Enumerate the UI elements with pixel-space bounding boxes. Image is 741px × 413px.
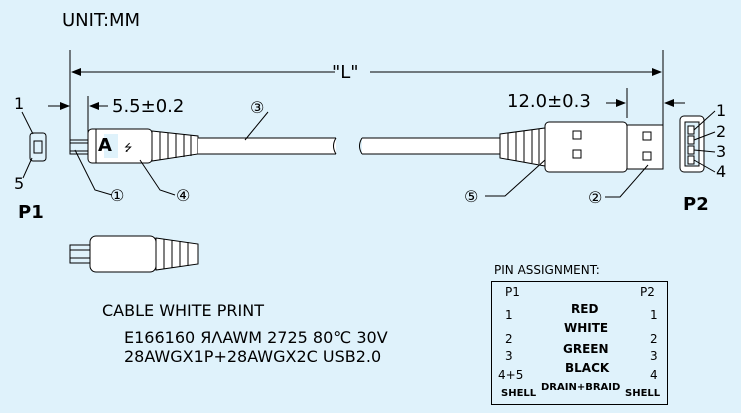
pin-assignment-table xyxy=(491,281,668,405)
plug-letter: A xyxy=(98,135,112,156)
pin-row3-left: 3 xyxy=(505,349,513,363)
p2-title: P2 xyxy=(683,194,709,215)
usb-logo-left: ⭍ xyxy=(124,142,132,154)
right-plug xyxy=(499,121,664,173)
p2-pin-3: 3 xyxy=(716,142,727,161)
pin-row2-name: WHITE xyxy=(564,321,609,335)
dim-right-label: 12.0±0.3 xyxy=(507,91,591,112)
callout-2: ② xyxy=(588,188,603,207)
cable-print-heading: CABLE WHITE PRINT xyxy=(102,301,264,320)
pin-row1-right: 1 xyxy=(650,308,658,322)
callout-leaders xyxy=(74,111,649,198)
pin-row4-name: BLACK xyxy=(565,361,610,375)
pin-assignment-title: PIN ASSIGNMENT: xyxy=(494,263,600,277)
pin-shell-name: DRAIN+BRAID xyxy=(541,382,621,393)
pin-row1-left: 1 xyxy=(505,308,513,322)
p1-pin-bottom: 5 xyxy=(14,174,25,193)
p1-pin-top: 1 xyxy=(14,94,25,113)
dim-left-label: 5.5±0.2 xyxy=(112,96,185,117)
p1-face xyxy=(21,111,47,179)
cable-body xyxy=(198,137,500,155)
length-label: "L" xyxy=(332,62,359,83)
p2-pin-1: 1 xyxy=(716,101,727,120)
pin-row3-name: GREEN xyxy=(563,342,609,356)
p2-face xyxy=(679,110,716,173)
dim-12-0 xyxy=(606,88,685,118)
p2-pin-4: 4 xyxy=(716,162,727,181)
pin-shell-right: SHELL xyxy=(625,388,661,399)
side-view-plug xyxy=(69,235,199,273)
unit-label: UNIT:MM xyxy=(62,10,141,31)
pin-row2-right: 2 xyxy=(650,332,658,346)
callout-5: ⑤ xyxy=(464,187,479,206)
pin-col-left: P1 xyxy=(505,285,520,299)
strain-relief-left xyxy=(151,130,199,162)
pin-row3-right: 3 xyxy=(650,349,658,363)
pin-shell-left: SHELL xyxy=(501,388,537,399)
cable-print-line2: 28AWGX1P+28AWGX2C USB2.0 xyxy=(124,347,382,366)
p1-title: P1 xyxy=(18,202,44,223)
pin-row4-right: 4 xyxy=(650,368,658,382)
dim-5-5 xyxy=(48,96,108,135)
pin-row2-left: 2 xyxy=(505,332,513,346)
left-plug: ⭍ xyxy=(69,128,199,164)
pin-row4-left: 4+5 xyxy=(498,368,524,382)
strain-relief-right xyxy=(499,127,546,167)
callout-1: ① xyxy=(110,186,125,205)
pin-col-right: P2 xyxy=(640,285,655,299)
cable-print-line1: E166160 ЯɅAWM 2725 80℃ 30V xyxy=(124,328,388,347)
callout-4: ④ xyxy=(176,186,191,205)
pin-row1-name: RED xyxy=(571,302,599,316)
p2-pin-2: 2 xyxy=(716,122,727,141)
callout-3: ③ xyxy=(250,98,265,117)
